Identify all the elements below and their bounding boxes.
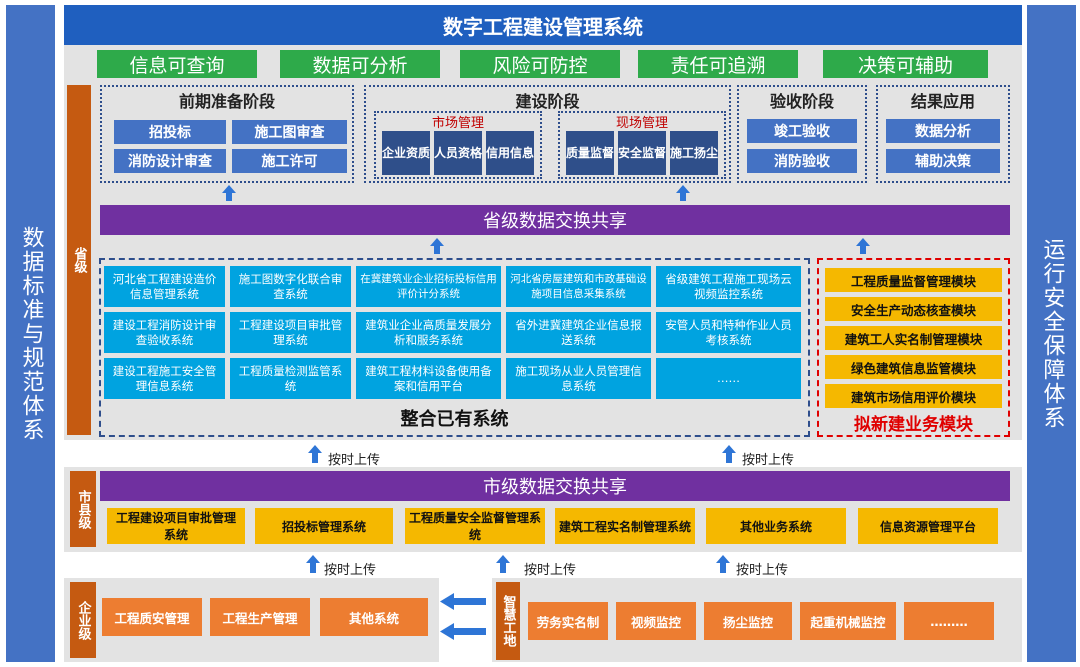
existing-systems-title: 整合已有系统 xyxy=(400,409,509,430)
stage-prep-title: 前期准备阶段 xyxy=(178,92,275,111)
stage-prep: 前期准备阶段 招投标 施工图审查 消防设计审查 施工许可 xyxy=(100,85,354,183)
prep-permit: 施工许可 xyxy=(232,149,347,173)
existing-system: 建设工程消防设计审查验收系统 xyxy=(104,312,225,353)
site-safety: 安全监督 xyxy=(618,131,666,175)
stage-accept-title: 验收阶段 xyxy=(769,92,834,111)
level-city: 市县级 xyxy=(70,471,96,547)
accept-completion: 竣工验收 xyxy=(747,119,857,143)
city-system: 建筑工程实名制管理系统 xyxy=(555,508,695,544)
stage-result: 结果应用 数据分析 辅助决策 xyxy=(876,85,1010,183)
existing-system-more: …… xyxy=(656,358,801,399)
level-site: 智慧工地 xyxy=(496,582,520,660)
site-dust: 施工扬尘 xyxy=(670,131,718,175)
prep-drawing-review: 施工图审查 xyxy=(232,120,347,144)
goal-risk: 风险可防控 xyxy=(460,50,620,78)
arrows-site-to-enterprise xyxy=(440,593,486,640)
new-modules-title: 拟新建业务模块 xyxy=(854,414,973,435)
arrow-up-prep xyxy=(222,185,236,201)
existing-system: 工程质量检测监管系统 xyxy=(230,358,351,399)
existing-system: 省外进冀建筑企业信息报送系统 xyxy=(506,312,651,353)
site-system: 起重机械监控 xyxy=(800,602,896,640)
new-module: 安全生产动态核查模块 xyxy=(825,297,1002,321)
market-qualification: 企业资质 xyxy=(382,131,430,175)
page-title: 数字工程建设管理系统 xyxy=(64,5,1022,45)
prep-bidding: 招投标 xyxy=(114,120,226,144)
stage-result-title: 结果应用 xyxy=(910,92,975,111)
site-quality: 质量监督 xyxy=(566,131,614,175)
province-exchange-bar: 省级数据交换共享 xyxy=(100,205,1010,235)
market-personnel: 人员资格 xyxy=(434,131,482,175)
goal-analyze: 数据可分析 xyxy=(280,50,440,78)
site-mgmt: 现场管理 质量监督 安全监督 施工扬尘 xyxy=(558,111,726,179)
existing-system: 河北省房屋建筑和市政基础设施项目信息采集系统 xyxy=(506,266,651,307)
site-system: 扬尘监控 xyxy=(704,602,792,640)
upload-label-site-left: 按时上传 xyxy=(524,563,577,578)
existing-system: 在冀建筑业企业招标投标信用评价计分系统 xyxy=(356,266,501,307)
new-module: 绿色建筑信息监管模块 xyxy=(825,355,1002,379)
existing-system: 建设工程施工安全管理信息系统 xyxy=(104,358,225,399)
right-column-security: 运行安全保障体系 xyxy=(1027,5,1076,662)
goal-decision: 决策可辅助 xyxy=(823,50,988,78)
arrow-up-upload-site xyxy=(496,555,510,573)
city-system: 工程建设项目审批管理系统 xyxy=(107,508,245,544)
stage-accept: 验收阶段 竣工验收 消防验收 xyxy=(737,85,867,183)
existing-system: 工程建设项目审批管理系统 xyxy=(230,312,351,353)
existing-system: 安管人员和特种作业人员考核系统 xyxy=(656,312,801,353)
prep-fire-design: 消防设计审查 xyxy=(114,149,226,173)
existing-system: 建筑业企业高质量发展分析和服务系统 xyxy=(356,312,501,353)
market-mgmt: 市场管理 企业资质 人员资格 信用信息 xyxy=(374,111,542,179)
existing-system: 省级建筑工程施工现场云视频监控系统 xyxy=(656,266,801,307)
market-mgmt-title: 市场管理 xyxy=(431,115,484,131)
city-system: 招投标管理系统 xyxy=(255,508,393,544)
arrow-up-upload-right xyxy=(722,445,736,463)
arrow-up-existing xyxy=(430,238,444,254)
site-system-more: ……… xyxy=(904,602,994,640)
result-decision: 辅助决策 xyxy=(886,149,1000,173)
arrow-up-build xyxy=(676,185,690,201)
upload-label-enterprise: 按时上传 xyxy=(324,563,377,578)
new-module: 工程质量监督管理模块 xyxy=(825,268,1002,292)
existing-system: 施工现场从业人员管理信息系统 xyxy=(506,358,651,399)
upload-label-left: 按时上传 xyxy=(328,453,381,468)
upload-label-right: 按时上传 xyxy=(742,453,795,468)
existing-systems-panel: 河北省工程建设造价信息管理系统 施工图数字化联合审查系统 在冀建筑业企业招标投标… xyxy=(99,258,810,437)
stage-build-title: 建设阶段 xyxy=(515,92,580,111)
arrow-up-upload-site-right xyxy=(716,555,730,573)
goal-query: 信息可查询 xyxy=(97,50,257,78)
goal-trace: 责任可追溯 xyxy=(638,50,798,78)
city-exchange-bar: 市级数据交换共享 xyxy=(100,471,1010,501)
arrow-up-upload-enterprise xyxy=(306,555,320,573)
existing-system: 施工图数字化联合审查系统 xyxy=(230,266,351,307)
new-module: 建筑工人实名制管理模块 xyxy=(825,326,1002,350)
city-system: 信息资源管理平台 xyxy=(858,508,998,544)
left-column-standards: 数据标准与规范体系 xyxy=(6,5,55,662)
market-credit: 信用信息 xyxy=(486,131,534,175)
existing-system: 河北省工程建设造价信息管理系统 xyxy=(104,266,225,307)
stage-build: 建设阶段 市场管理 企业资质 人员资格 信用信息 现场管理 质量监督 安全监督 … xyxy=(364,85,731,183)
upload-label-site-right: 按时上传 xyxy=(736,563,789,578)
existing-system: 建筑工程材料设备使用备案和信用平台 xyxy=(356,358,501,399)
site-system: 劳务实名制 xyxy=(528,602,608,640)
city-system: 其他业务系统 xyxy=(706,508,846,544)
accept-fire: 消防验收 xyxy=(747,149,857,173)
enterprise-system: 工程质安管理 xyxy=(102,598,202,636)
arrow-up-upload-left xyxy=(308,445,322,463)
level-province: 省级 xyxy=(67,85,91,435)
arrow-up-new xyxy=(856,238,870,254)
site-system: 视频监控 xyxy=(616,602,696,640)
new-modules-panel: 工程质量监督管理模块 安全生产动态核查模块 建筑工人实名制管理模块 绿色建筑信息… xyxy=(817,258,1010,437)
new-module: 建筑市场信用评价模块 xyxy=(825,384,1002,408)
result-analysis: 数据分析 xyxy=(886,119,1000,143)
level-enterprise: 企业级 xyxy=(70,582,96,658)
city-system: 工程质量安全监督管理系统 xyxy=(405,508,545,544)
enterprise-system: 工程生产管理 xyxy=(210,598,310,636)
enterprise-system: 其他系统 xyxy=(320,598,428,636)
site-mgmt-title: 现场管理 xyxy=(615,115,668,131)
